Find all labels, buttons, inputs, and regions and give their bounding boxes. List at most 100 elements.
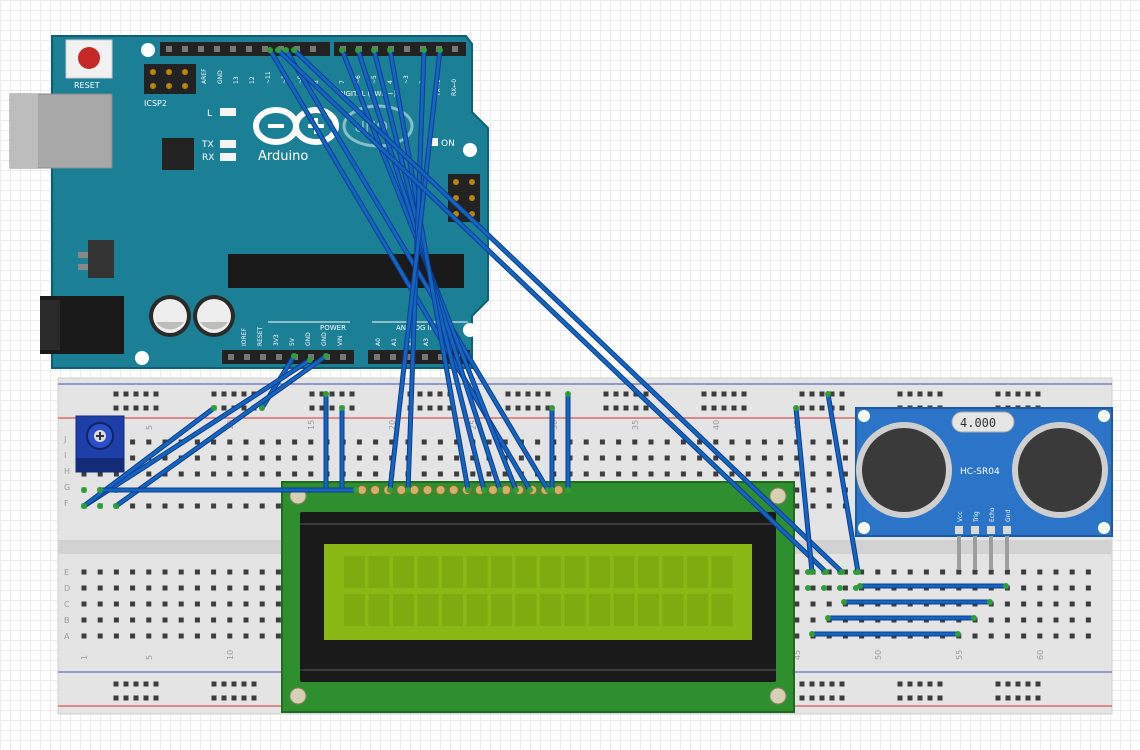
rail-hole — [349, 391, 355, 397]
breadboard-hole — [1069, 617, 1075, 623]
header-pin[interactable] — [406, 354, 412, 360]
header-pin[interactable] — [198, 46, 204, 52]
pin-label: IOREF — [241, 328, 248, 346]
breadboard-hole — [761, 455, 767, 461]
wire-end — [291, 47, 297, 53]
breadboard-hole — [826, 503, 832, 509]
reset-button[interactable] — [78, 47, 100, 69]
rail-hole — [1015, 681, 1021, 687]
header-pin[interactable] — [390, 354, 396, 360]
breadboard-hole — [794, 569, 800, 575]
header-pin[interactable] — [246, 46, 252, 52]
breadboard-hole — [794, 439, 800, 445]
rail-hole — [525, 405, 531, 411]
rail-hole — [319, 391, 325, 397]
header-pin[interactable] — [422, 354, 428, 360]
jumper-wire[interactable] — [114, 354, 328, 508]
jumper-wire[interactable] — [388, 48, 470, 492]
header-pin[interactable] — [262, 46, 268, 52]
rail-hole — [633, 405, 639, 411]
wire-end — [481, 487, 487, 493]
header-pin[interactable] — [260, 354, 266, 360]
rail-hole — [1005, 695, 1011, 701]
breadboard-hole — [794, 487, 800, 493]
header-pin[interactable] — [310, 46, 316, 52]
pin-label: 4 — [387, 80, 394, 84]
lcd-cell — [393, 556, 414, 588]
rail-hole — [231, 695, 237, 701]
breadboard-hole — [243, 471, 249, 477]
breadboard-hole — [421, 471, 427, 477]
jumper-wire[interactable] — [794, 406, 814, 574]
mounting-hole — [135, 351, 149, 365]
breadboard-hole — [891, 569, 897, 575]
breadboard-hole — [146, 617, 152, 623]
breadboard-hole — [130, 503, 136, 509]
breadboard-hole — [972, 569, 978, 575]
jumper-wire[interactable] — [276, 48, 828, 574]
jumper-wire[interactable] — [826, 392, 860, 574]
breadboard-hole — [194, 569, 200, 575]
header-pin[interactable] — [276, 354, 282, 360]
breadboard-hole — [421, 439, 427, 445]
breadboard-hole — [988, 617, 994, 623]
breadboard-hole — [113, 601, 119, 607]
column-number: 35 — [631, 420, 640, 430]
pin-label: 5V — [289, 337, 296, 346]
header-pin[interactable] — [308, 354, 314, 360]
wire-end — [323, 391, 329, 397]
wire-end — [825, 615, 831, 621]
breadboard-hole — [745, 439, 751, 445]
breadboard-hole — [1053, 601, 1059, 607]
header-pin[interactable] — [244, 354, 250, 360]
capacitor — [193, 295, 235, 337]
header-pin[interactable] — [182, 46, 188, 52]
rail-hole — [211, 391, 217, 397]
header-pin[interactable] — [228, 354, 234, 360]
jumper-wire[interactable] — [82, 358, 312, 508]
header-pin[interactable] — [404, 46, 410, 52]
pin-label: 13 — [233, 76, 240, 84]
bottom-header-pins — [228, 354, 460, 360]
usb-chip — [162, 138, 194, 170]
rail-hole — [505, 391, 511, 397]
wire-end — [353, 487, 359, 493]
pin-label: A3 — [423, 338, 430, 346]
rx-label: RX — [202, 153, 214, 163]
breadboard-hole — [664, 439, 670, 445]
wire-end — [211, 405, 217, 411]
breadboard-hole — [1004, 633, 1010, 639]
jumper-wire[interactable] — [388, 48, 442, 492]
breadboard-hole — [162, 633, 168, 639]
header-pin[interactable] — [438, 354, 444, 360]
header-pin[interactable] — [166, 46, 172, 52]
pin-label: A1 — [391, 338, 398, 346]
header-pin[interactable] — [452, 46, 458, 52]
potentiometer[interactable] — [75, 415, 125, 473]
lcd-cell — [344, 556, 365, 588]
breadboard-hole — [178, 569, 184, 575]
breadboard-hole — [275, 439, 281, 445]
rail-hole — [643, 391, 649, 397]
rail-hole — [113, 405, 119, 411]
breadboard-hole — [810, 487, 816, 493]
digital-label: DIGITAL (PWM~) — [338, 90, 396, 98]
header-pin[interactable] — [230, 46, 236, 52]
breadboard-hole — [729, 439, 735, 445]
breadboard-hole — [162, 569, 168, 575]
pin-label: ~3 — [403, 75, 410, 84]
rail-hole — [143, 695, 149, 701]
header-pin[interactable] — [294, 46, 300, 52]
breadboard-hole — [162, 617, 168, 623]
jumper-wire[interactable] — [292, 48, 844, 574]
header-pin[interactable] — [340, 354, 346, 360]
header-pin[interactable] — [214, 46, 220, 52]
breadboard-hole — [1085, 569, 1091, 575]
rail-hole — [829, 681, 835, 687]
breadboard-hole — [81, 633, 87, 639]
header-pin[interactable] — [278, 46, 284, 52]
wire-end — [97, 487, 103, 493]
breadboard-hole — [697, 439, 703, 445]
header-pin[interactable] — [374, 354, 380, 360]
rail-hole — [829, 391, 835, 397]
